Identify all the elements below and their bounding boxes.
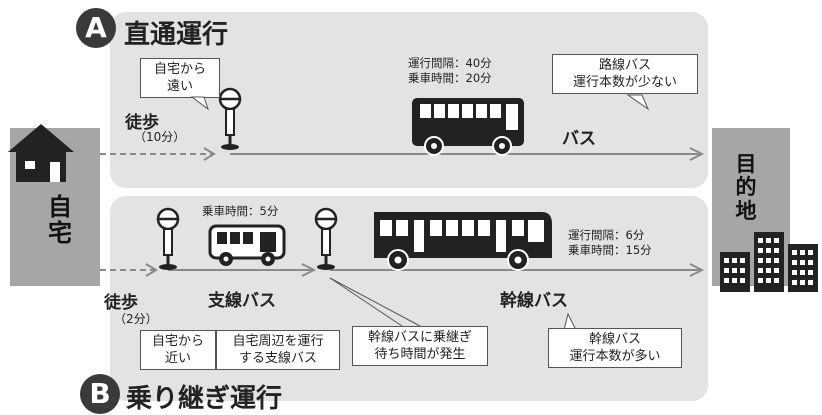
callout-line: 遠い [166,79,193,94]
route-a-badge: A [76,8,116,48]
callout-line: する支線バス [238,351,317,366]
house-icon [8,124,74,182]
route-b-feeder-info: 乗車時間：5分 [202,204,279,218]
callout-line: 近い [164,351,191,366]
destination-label: 目 的 地 [726,146,766,230]
trunk-bus-icon [374,212,552,271]
info-line: 運行間隔：40分 [408,56,492,70]
callout-line: 待ち時間が発生 [374,347,466,362]
home-label: 自 宅 [40,180,80,260]
route-b-trunk-label: 幹線バス [500,291,568,311]
route-b-feeder-label: 支線バス [208,291,276,311]
bus-stop-icon [218,87,242,150]
bus-stop-icon [156,207,180,270]
callout-line: 自宅から [153,62,206,77]
route-b-trunk-callout: 幹線バス 運行本数が多い [548,328,682,368]
route-b-walk-time: （2分） [114,312,158,326]
route-b-walk-label: 徒歩 [104,293,138,313]
callout-line: 幹線バス [588,332,641,347]
route-a-walk-time: （10分） [134,130,186,144]
info-line: 運行間隔：6分 [568,228,645,242]
info-line: 乗車時間：20分 [408,71,492,85]
callout-line: 自宅周辺を運行 [232,334,324,349]
buildings-icon [720,232,818,292]
route-a-bus-callout: 路線バス 運行本数が少ない [552,54,698,94]
info-line: 乗車時間：15分 [568,243,652,257]
bus-stop-icon [314,207,338,270]
route-b-badge: B [80,374,120,414]
route-a-walk-callout: 自宅から 遠い [140,58,220,98]
callout-line: 運行本数が多い [569,349,661,364]
route-b-trunk-info: 運行間隔：6分 乗車時間：15分 [568,228,652,258]
home-char-2: 宅 [48,219,72,247]
route-b-title: 乗り継ぎ運行 [126,384,283,414]
callout-tail [190,96,209,111]
destination-char-1: 目 [735,152,757,177]
route-a-bus-label: バス [562,129,596,149]
feeder-bus-icon [208,224,286,266]
callout-line: 自宅から [151,334,204,349]
panel-route-a [110,12,708,188]
route-bus-icon [412,98,524,156]
callout-tail [626,94,650,111]
callout-line: 幹線バスに乗継ぎ [367,330,472,345]
callout-line: 路線バス [598,58,651,73]
route-a-walk-label: 徒歩 [125,113,159,133]
route-b-transfer-callout: 幹線バスに乗継ぎ 待ち時間が発生 [352,326,488,366]
destination-char-2: 的 [735,175,757,200]
destination-char-3: 地 [735,198,757,223]
callout-line: 運行本数が少ない [572,75,677,90]
route-a-bus-info: 運行間隔：40分 乗車時間：20分 [408,56,492,86]
home-char-1: 自 [48,192,72,221]
route-b-feeder-callout: 自宅周辺を運行 する支線バス [216,330,340,370]
route-a-title: 直通運行 [124,20,229,50]
route-b-near-callout: 自宅から 近い [140,330,216,370]
